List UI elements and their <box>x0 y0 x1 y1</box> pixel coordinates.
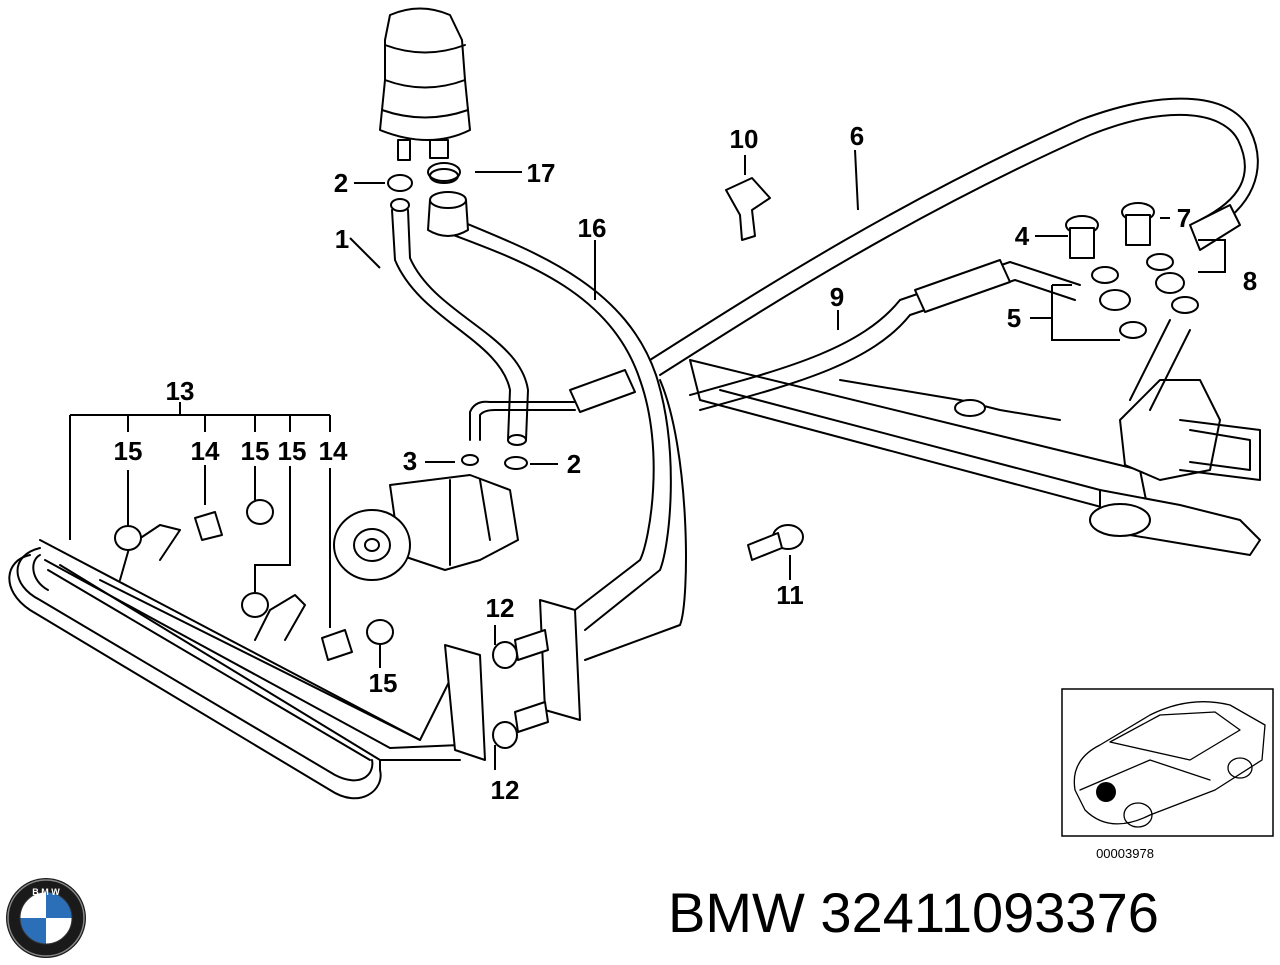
seal-rings-5 <box>1091 266 1147 339</box>
callout-14-b: 14 <box>319 436 348 466</box>
callout-17: 17 <box>527 158 556 188</box>
reservoir <box>379 7 471 161</box>
brand-name: BMW <box>668 881 805 944</box>
callout-15-b: 15 <box>241 436 270 466</box>
callout-1: 1 <box>335 224 349 254</box>
callout-8: 8 <box>1243 266 1257 296</box>
part-number: 32411093376 <box>820 881 1159 944</box>
return-hose <box>649 97 1259 376</box>
oil-cooler <box>8 524 461 800</box>
callout-12-upper: 12 <box>486 593 515 623</box>
power-steering-pump <box>333 454 528 581</box>
part-title: BMW 32411093376 <box>668 878 1268 948</box>
callout-12-lower: 12 <box>491 775 520 805</box>
banjo-bolt-7 <box>1121 202 1155 246</box>
callout-14-a: 14 <box>191 436 220 466</box>
pressure-hose <box>427 191 687 661</box>
hose-clamp-2-top <box>387 174 413 192</box>
holder-10 <box>725 177 771 241</box>
callout-3: 3 <box>403 446 417 476</box>
callout-6: 6 <box>850 121 864 151</box>
pump-pipe <box>469 369 636 441</box>
callout-15-a: 15 <box>114 436 143 466</box>
callout-2: 2 <box>334 168 348 198</box>
feed-hose <box>689 259 1081 411</box>
callout-15-d: 15 <box>369 668 398 698</box>
logo-lettering: B M W <box>32 887 60 897</box>
vehicle-location-inset: 00003978 <box>1061 688 1274 861</box>
suction-hose <box>390 198 529 446</box>
callout-9: 9 <box>830 282 844 312</box>
callout-13: 13 <box>166 376 195 406</box>
location-marker-icon <box>1096 782 1116 802</box>
cooler-fitting-block <box>444 599 581 761</box>
callout-15-c: 15 <box>278 436 307 466</box>
seal-rings-8 <box>1146 253 1199 314</box>
callout-11: 11 <box>776 580 804 610</box>
nuts-and-studs <box>114 499 394 661</box>
leader-lines <box>69 149 1226 770</box>
callout-labels: 2 17 1 16 10 6 4 7 8 5 9 3 2 11 12 12 13… <box>114 121 1258 805</box>
bolt-11 <box>747 524 804 561</box>
hose-clamp-17 <box>427 162 461 184</box>
callout-5: 5 <box>1007 303 1021 333</box>
callout-16: 16 <box>578 213 607 243</box>
banjo-bolt-4 <box>1065 215 1099 259</box>
callout-7: 7 <box>1177 203 1191 233</box>
bmw-logo: B M W <box>6 878 86 958</box>
callout-10: 10 <box>730 124 759 154</box>
steering-rack <box>689 319 1261 556</box>
callout-2-lower: 2 <box>567 449 581 479</box>
callout-4: 4 <box>1015 221 1030 251</box>
inset-code: 00003978 <box>1096 846 1154 861</box>
